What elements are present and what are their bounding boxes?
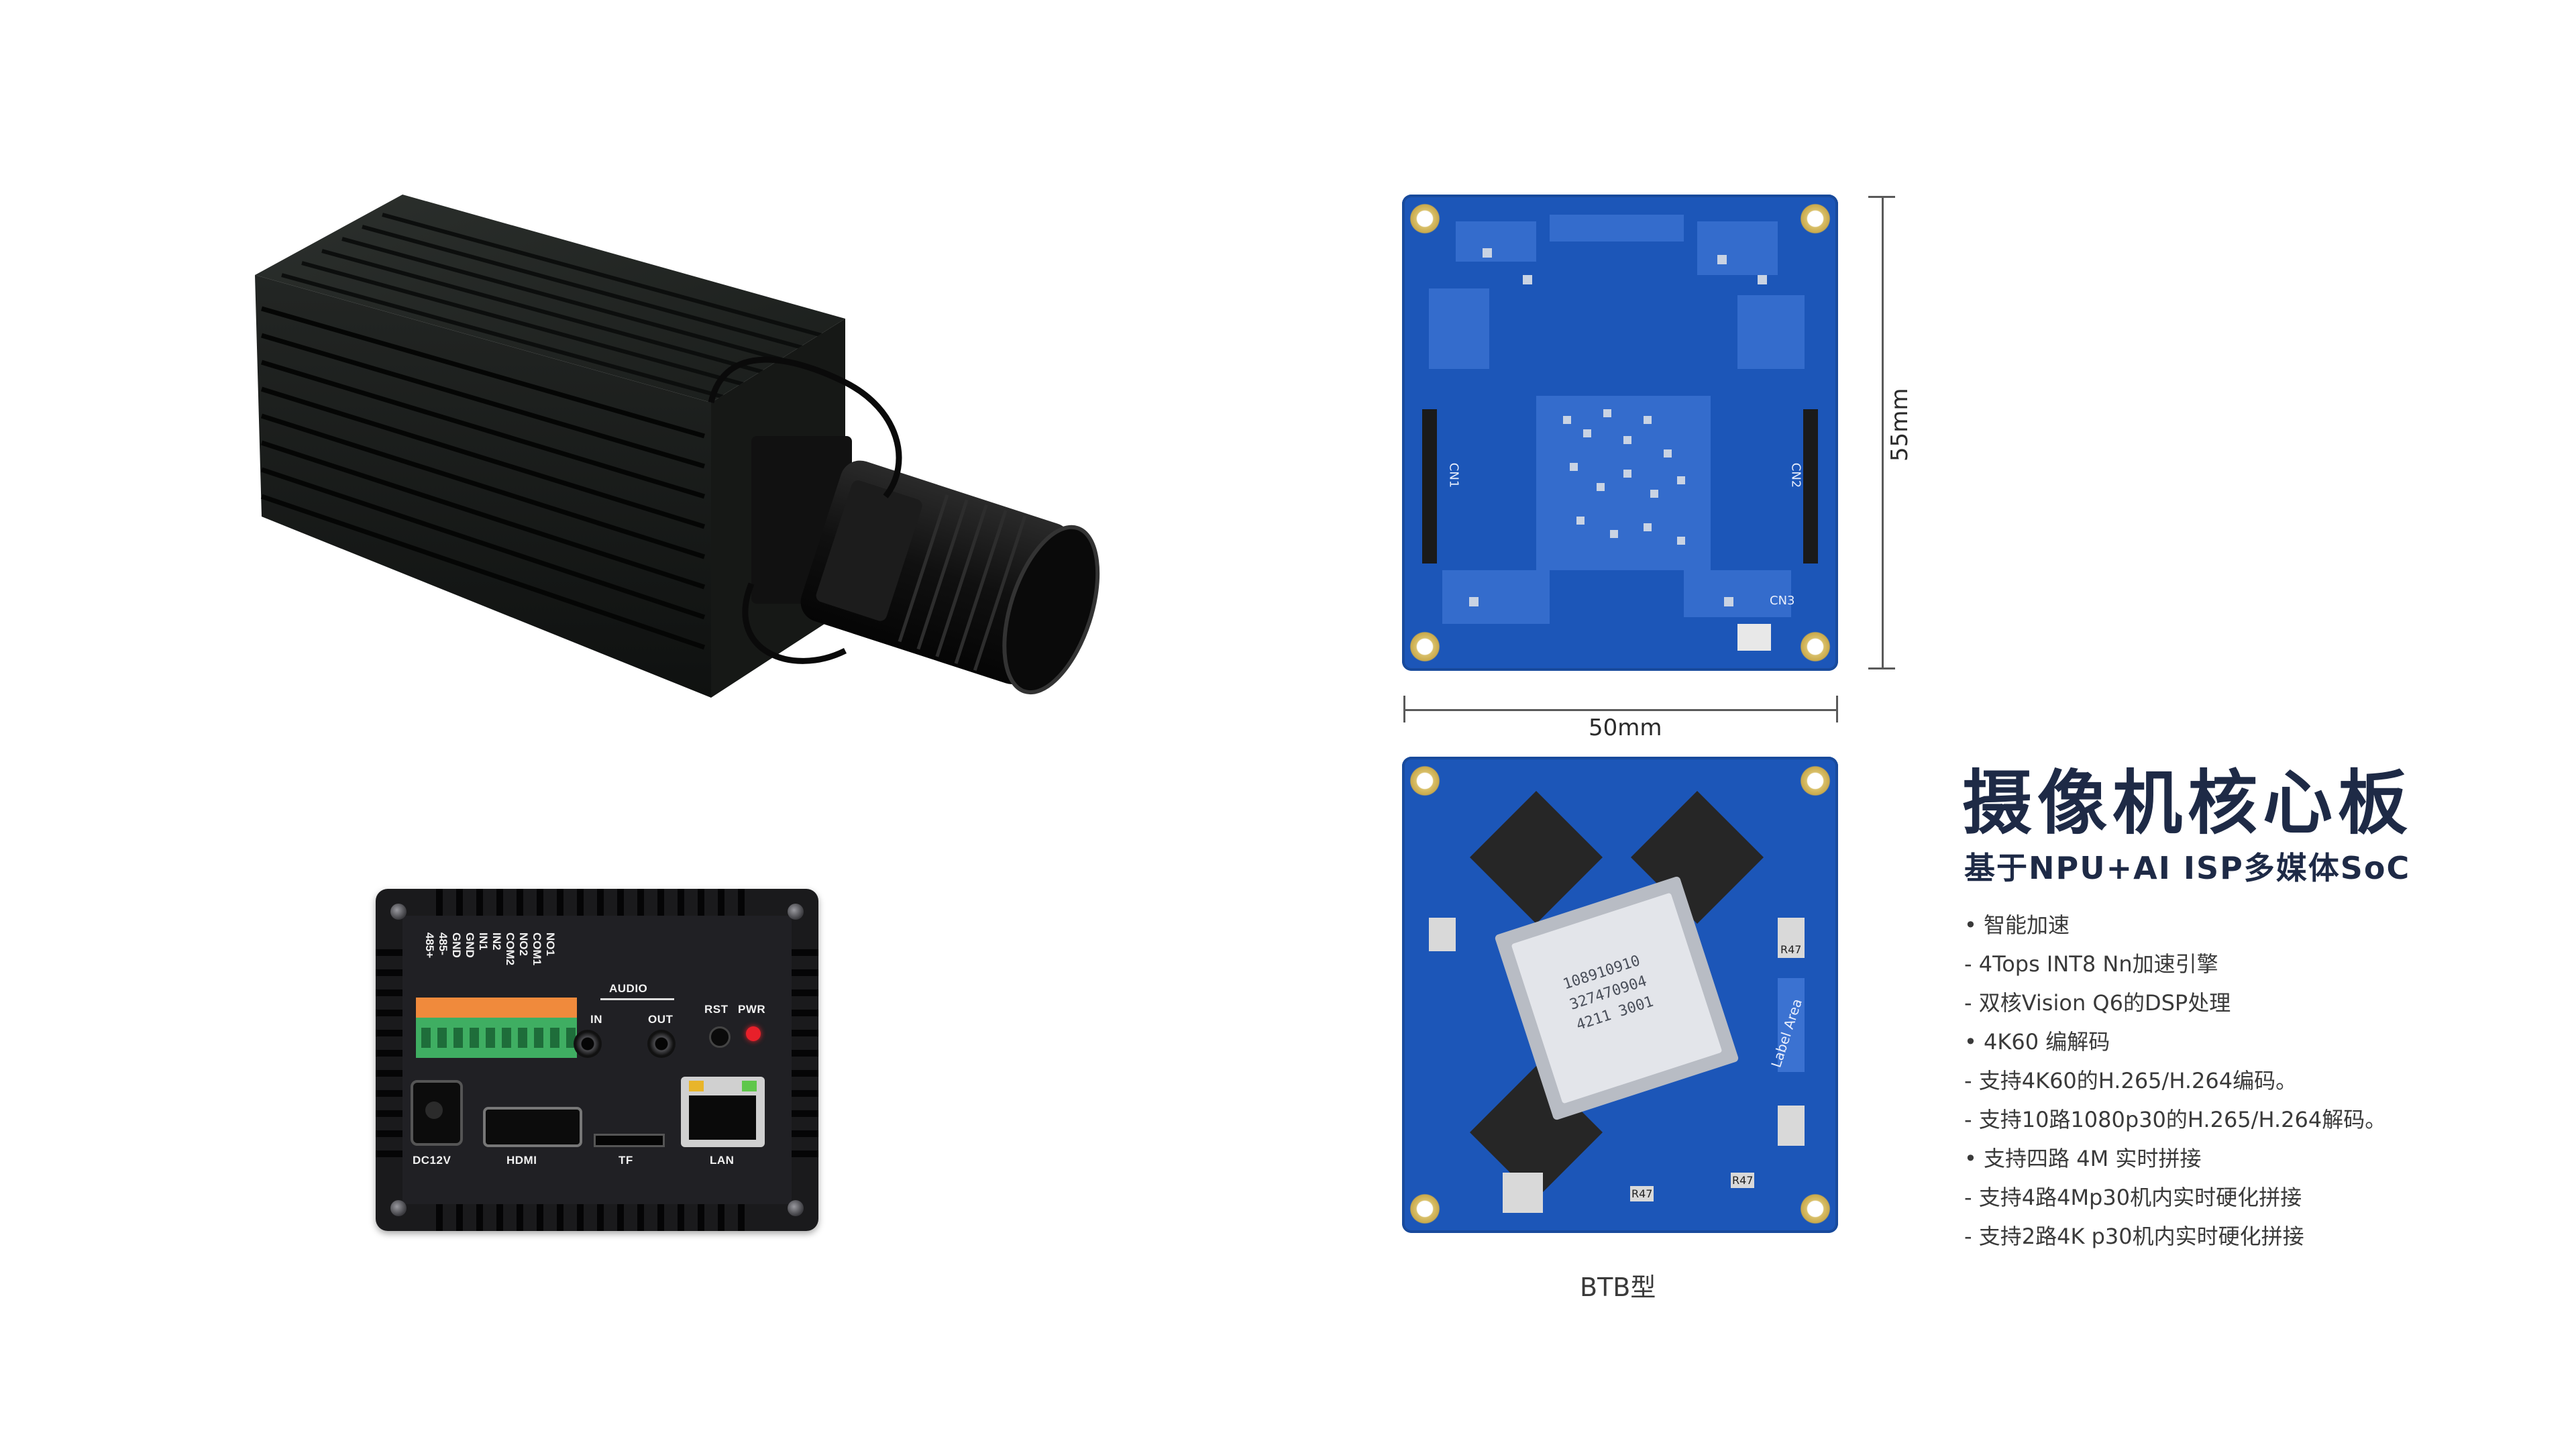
tf-label: TF bbox=[619, 1154, 633, 1167]
audio-out-label: OUT bbox=[648, 1013, 674, 1026]
feature-item: • 4K60 编解码 bbox=[1964, 1029, 2110, 1055]
lan-label: LAN bbox=[710, 1154, 735, 1167]
feature-list: • 智能加速 - 4Tops INT8 Nn加速引擎 - 双核Vision Q6… bbox=[1964, 906, 2434, 1256]
feature-item: - 支持4路4Mp30机内实时硬化拼接 bbox=[1964, 1185, 2302, 1210]
terminal-label-no1: NO1 bbox=[544, 932, 557, 956]
dc12v-label: DC12V bbox=[413, 1154, 451, 1167]
audio-in-label: IN bbox=[590, 1013, 602, 1026]
tf-card-slot[interactable] bbox=[594, 1134, 665, 1147]
inductor-code-3: R47 bbox=[1630, 1186, 1654, 1201]
hdmi-label: HDMI bbox=[506, 1154, 537, 1167]
terminal-label-no2: NO2 bbox=[517, 932, 530, 956]
core-board-back-image: CN1 CN2 CN3 bbox=[1402, 195, 1838, 671]
io-terminal-block bbox=[416, 998, 577, 1058]
hdmi-port[interactable] bbox=[483, 1107, 582, 1147]
product-subtitle: 基于NPU+AI ISP多媒体SoC bbox=[1964, 850, 2411, 886]
height-dimension-label: 55mm bbox=[1886, 388, 1913, 462]
terminal-label-gnd1: GND bbox=[450, 932, 463, 958]
feature-item: - 双核Vision Q6的DSP处理 bbox=[1964, 990, 2231, 1016]
product-title: 摄像机核心板 bbox=[1962, 762, 2414, 844]
audio-in-jack[interactable] bbox=[574, 1030, 602, 1058]
core-board-front-image: 108910910 327470904 4211 3001 Label Area… bbox=[1402, 757, 1838, 1233]
width-dimension-label: 50mm bbox=[1589, 714, 1662, 741]
cn2-label: CN2 bbox=[1788, 462, 1803, 488]
feature-item: • 智能加速 bbox=[1964, 912, 2070, 938]
terminal-label-com2: COM2 bbox=[504, 932, 517, 966]
height-dimension-line bbox=[1882, 196, 1884, 669]
pwr-label: PWR bbox=[738, 1003, 766, 1016]
terminal-label-gnd2: GND bbox=[464, 932, 476, 958]
feature-item: • 支持四路 4M 实时拼接 bbox=[1964, 1146, 2202, 1171]
audio-label: AUDIO bbox=[609, 982, 648, 995]
inductor-code-2: R47 bbox=[1731, 1173, 1755, 1188]
audio-out-jack[interactable] bbox=[647, 1030, 676, 1058]
feature-item: - 支持10路1080p30的H.265/H.264解码。 bbox=[1964, 1107, 2387, 1132]
rst-label: RST bbox=[704, 1003, 729, 1016]
width-dimension-line bbox=[1403, 709, 1838, 711]
feature-item: - 支持4K60的H.265/H.264编码。 bbox=[1964, 1068, 2298, 1093]
power-led bbox=[746, 1026, 761, 1041]
board-type-label: BTB型 bbox=[1580, 1273, 1656, 1302]
terminal-label-485p: 485+ bbox=[423, 932, 436, 959]
terminal-label-in1: IN1 bbox=[477, 932, 490, 951]
camera-body-image bbox=[241, 181, 1100, 758]
lan-port[interactable] bbox=[681, 1077, 765, 1147]
camera-rear-panel bbox=[376, 889, 818, 1231]
dc-power-port[interactable] bbox=[411, 1080, 463, 1146]
feature-item: - 4Tops INT8 Nn加速引擎 bbox=[1964, 951, 2218, 977]
terminal-label-in2: IN2 bbox=[490, 932, 503, 951]
rear-panel-face bbox=[402, 916, 792, 1204]
terminal-label-485n: 485- bbox=[437, 932, 449, 956]
feature-item: - 支持2路4K p30机内实时硬化拼接 bbox=[1964, 1224, 2304, 1249]
reset-button[interactable] bbox=[709, 1026, 731, 1048]
terminal-label-com1: COM1 bbox=[531, 932, 543, 966]
inductor-code-1: R47 bbox=[1779, 942, 1803, 957]
cn1-label: CN1 bbox=[1446, 462, 1461, 488]
cn3-label: CN3 bbox=[1770, 594, 1795, 608]
